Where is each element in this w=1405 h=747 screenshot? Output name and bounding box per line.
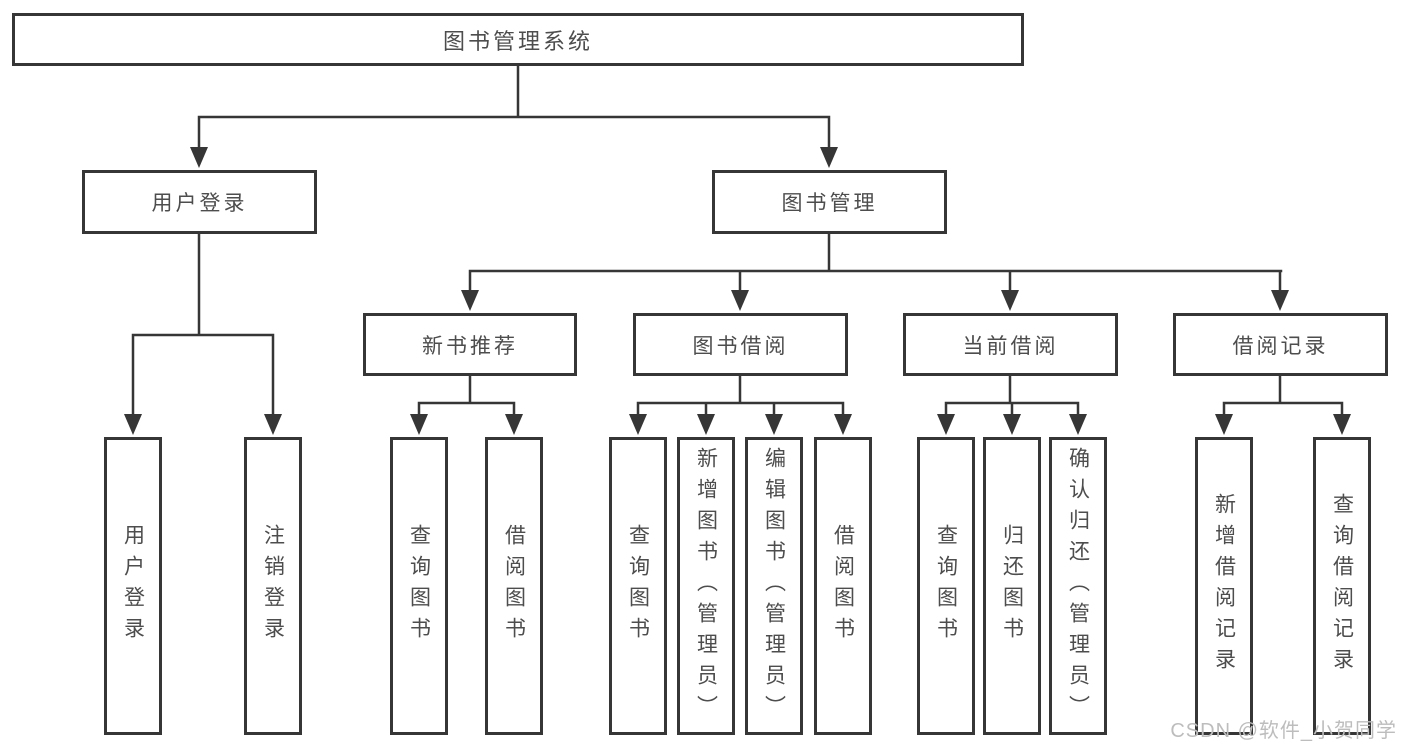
leaf-label: 编辑图书（管理员） — [762, 446, 786, 726]
arrowhead — [505, 414, 523, 435]
leaf-borrow-books-recommend: 借阅图书 — [485, 437, 543, 735]
leaf-query-borrow-record: 查询借阅记录 — [1313, 437, 1371, 735]
node-label: 新书推荐 — [422, 334, 518, 358]
node-user-login: 用户登录 — [82, 170, 317, 234]
arrowhead — [461, 290, 479, 311]
leaf-label: 借阅图书 — [502, 524, 526, 648]
leaf-label: 用户登录 — [121, 524, 145, 648]
leaf-label: 新增图书（管理员） — [694, 446, 718, 726]
node-label: 图书管理 — [781, 192, 878, 215]
arrowhead — [1069, 414, 1087, 435]
leaf-query-books-recommend: 查询图书 — [390, 437, 448, 735]
leaf-edit-books-admin: 编辑图书（管理员） — [745, 437, 803, 735]
leaf-add-books-admin: 新增图书（管理员） — [677, 437, 735, 735]
node-book-management: 图书管理 — [712, 170, 947, 234]
leaf-label: 查询图书 — [934, 524, 958, 648]
leaf-label: 查询图书 — [626, 524, 650, 648]
leaf-label: 查询图书 — [407, 524, 431, 648]
node-label: 图书借阅 — [692, 334, 789, 358]
arrowhead — [1271, 290, 1289, 311]
node-current-borrow: 当前借阅 — [903, 313, 1118, 376]
arrowhead — [629, 414, 647, 435]
arrowhead — [1001, 290, 1019, 311]
leaf-query-books-current: 查询图书 — [917, 437, 975, 735]
leaf-add-borrow-record: 新增借阅记录 — [1195, 437, 1253, 735]
leaf-label: 查询借阅记录 — [1330, 493, 1354, 679]
arrowhead — [697, 414, 715, 435]
leaf-user-login: 用户登录 — [104, 437, 162, 735]
leaf-logout: 注销登录 — [244, 437, 302, 735]
arrowhead — [1215, 414, 1233, 435]
node-label: 借阅记录 — [1232, 334, 1329, 358]
leaf-label: 借阅图书 — [831, 524, 855, 648]
arrowhead — [731, 290, 749, 311]
arrowhead — [1333, 414, 1351, 435]
leaf-label: 归还图书 — [1000, 524, 1024, 648]
node-label: 当前借阅 — [962, 334, 1059, 358]
leaf-label: 新增借阅记录 — [1212, 493, 1236, 679]
arrowheads — [124, 147, 1351, 435]
arrowhead — [765, 414, 783, 435]
node-root-label: 图书管理系统 — [442, 28, 593, 54]
watermark: CSDN @软件_小贺同学 — [1170, 720, 1397, 742]
leaf-label: 注销登录 — [261, 524, 285, 648]
leaf-borrow-books: 借阅图书 — [814, 437, 872, 735]
arrowhead — [124, 414, 142, 435]
node-borrow-records: 借阅记录 — [1173, 313, 1388, 376]
node-book-borrow: 图书借阅 — [633, 313, 848, 376]
arrowhead — [264, 414, 282, 435]
arrowhead — [937, 414, 955, 435]
node-root: 图书管理系统 — [12, 13, 1024, 66]
leaf-label: 确认归还（管理员） — [1066, 446, 1090, 726]
arrowhead — [410, 414, 428, 435]
leaf-return-books: 归还图书 — [983, 437, 1041, 735]
connector-path — [131, 63, 1344, 422]
arrowhead — [820, 147, 838, 168]
arrowhead — [190, 147, 208, 168]
arrowhead — [834, 414, 852, 435]
arrowhead — [1003, 414, 1021, 435]
leaf-confirm-return-admin: 确认归还（管理员） — [1049, 437, 1107, 735]
leaf-query-books-borrow: 查询图书 — [609, 437, 667, 735]
node-new-book-recommend: 新书推荐 — [363, 313, 577, 376]
node-label: 用户登录 — [151, 192, 248, 215]
